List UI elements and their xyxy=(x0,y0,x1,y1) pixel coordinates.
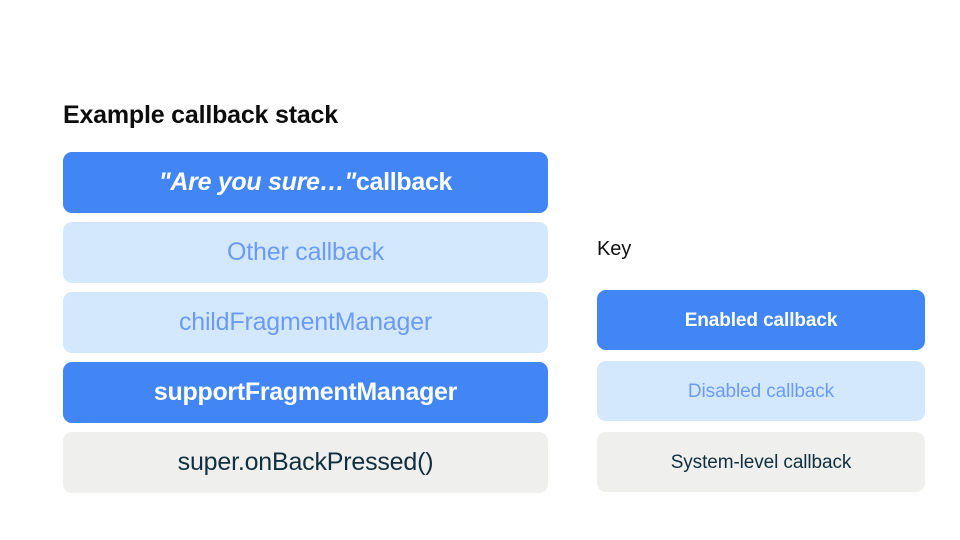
stack-item-label: Other callback xyxy=(227,238,384,266)
key-item-label: System-level callback xyxy=(670,451,852,473)
key-item-system-level-callback: System-level callback xyxy=(597,432,925,492)
stack-item-super-on-back-pressed[interactable]: super.onBackPressed() xyxy=(63,432,548,493)
callback-stack-section: Example callback stack "Are you sure…" c… xyxy=(63,100,548,493)
callback-stack-list: "Are you sure…" callback Other callback … xyxy=(63,152,548,493)
stack-item-are-you-sure-callback[interactable]: "Are you sure…" callback xyxy=(63,152,548,213)
stack-item-plain-label: callback xyxy=(355,168,453,196)
key-item-label: Enabled callback xyxy=(684,309,838,331)
stack-item-other-callback[interactable]: Other callback xyxy=(63,222,548,283)
key-title: Key xyxy=(597,238,632,260)
stack-item-support-fragment-manager[interactable]: supportFragmentManager xyxy=(63,362,548,423)
stack-item-label: super.onBackPressed() xyxy=(177,448,434,476)
stack-item-label: supportFragmentManager xyxy=(153,378,458,406)
key-list: Enabled callback Disabled callback Syste… xyxy=(597,290,925,492)
key-item-label: Disabled callback xyxy=(687,380,835,402)
stack-item-quoted-label: "Are you sure…" xyxy=(158,168,356,196)
callback-stack-title: Example callback stack xyxy=(63,101,338,129)
key-item-enabled-callback: Enabled callback xyxy=(597,290,925,350)
key-item-disabled-callback: Disabled callback xyxy=(597,361,925,421)
key-section: Key Enabled callback Disabled callback S… xyxy=(597,237,925,492)
stack-item-label: childFragmentManager xyxy=(178,308,433,336)
stack-item-child-fragment-manager[interactable]: childFragmentManager xyxy=(63,292,548,353)
